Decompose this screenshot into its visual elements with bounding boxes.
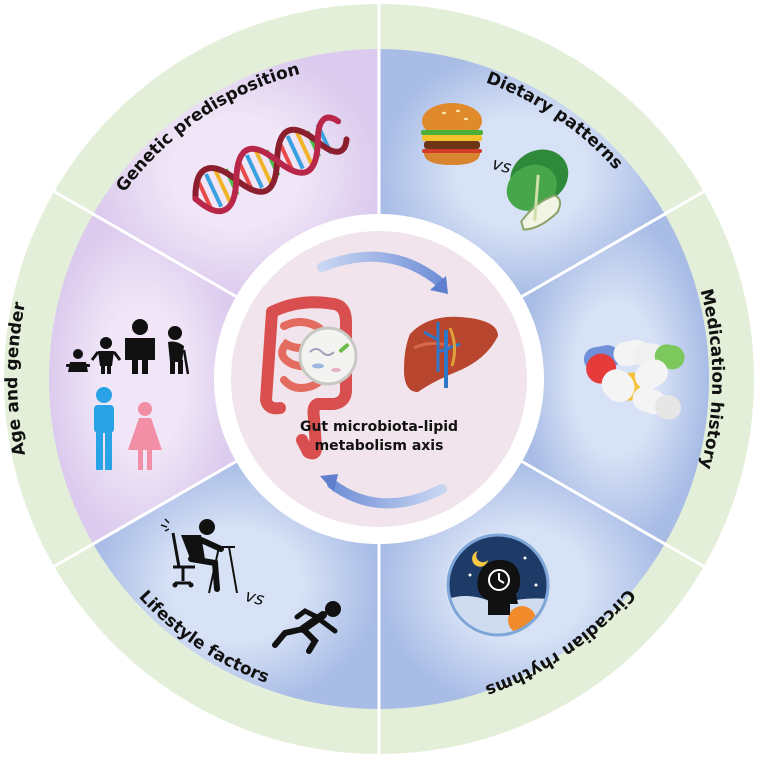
arrow-top-head (430, 276, 448, 294)
vs-lifestyle: vs (243, 586, 267, 610)
arrow-top (317, 251, 447, 289)
arrow-bottom (327, 479, 447, 509)
vs-dietary: vs (490, 154, 514, 178)
segment-age-gender (48, 214, 237, 544)
male-icon (94, 387, 114, 470)
burger-icon (421, 103, 483, 165)
intestine-icon (259, 296, 352, 460)
center-disc (231, 231, 527, 527)
arrow-bottom-head (320, 474, 338, 492)
running-person-icon (272, 601, 341, 654)
bok-choy-icon (506, 149, 569, 231)
circadian-clock-icon (445, 532, 551, 638)
liver-icon (404, 316, 498, 392)
sitting-person-icon (160, 518, 238, 594)
female-icon (128, 402, 162, 470)
segment-dividers (53, 4, 705, 754)
microbiota-magnifier-icon (298, 326, 358, 386)
age-progression-icon (66, 319, 190, 375)
center-title-line2: metabolism axis (315, 438, 444, 454)
center-title-line1: Gut microbiota-lipid (300, 419, 458, 435)
pills-icon (583, 339, 685, 420)
dna-icon (192, 114, 350, 215)
